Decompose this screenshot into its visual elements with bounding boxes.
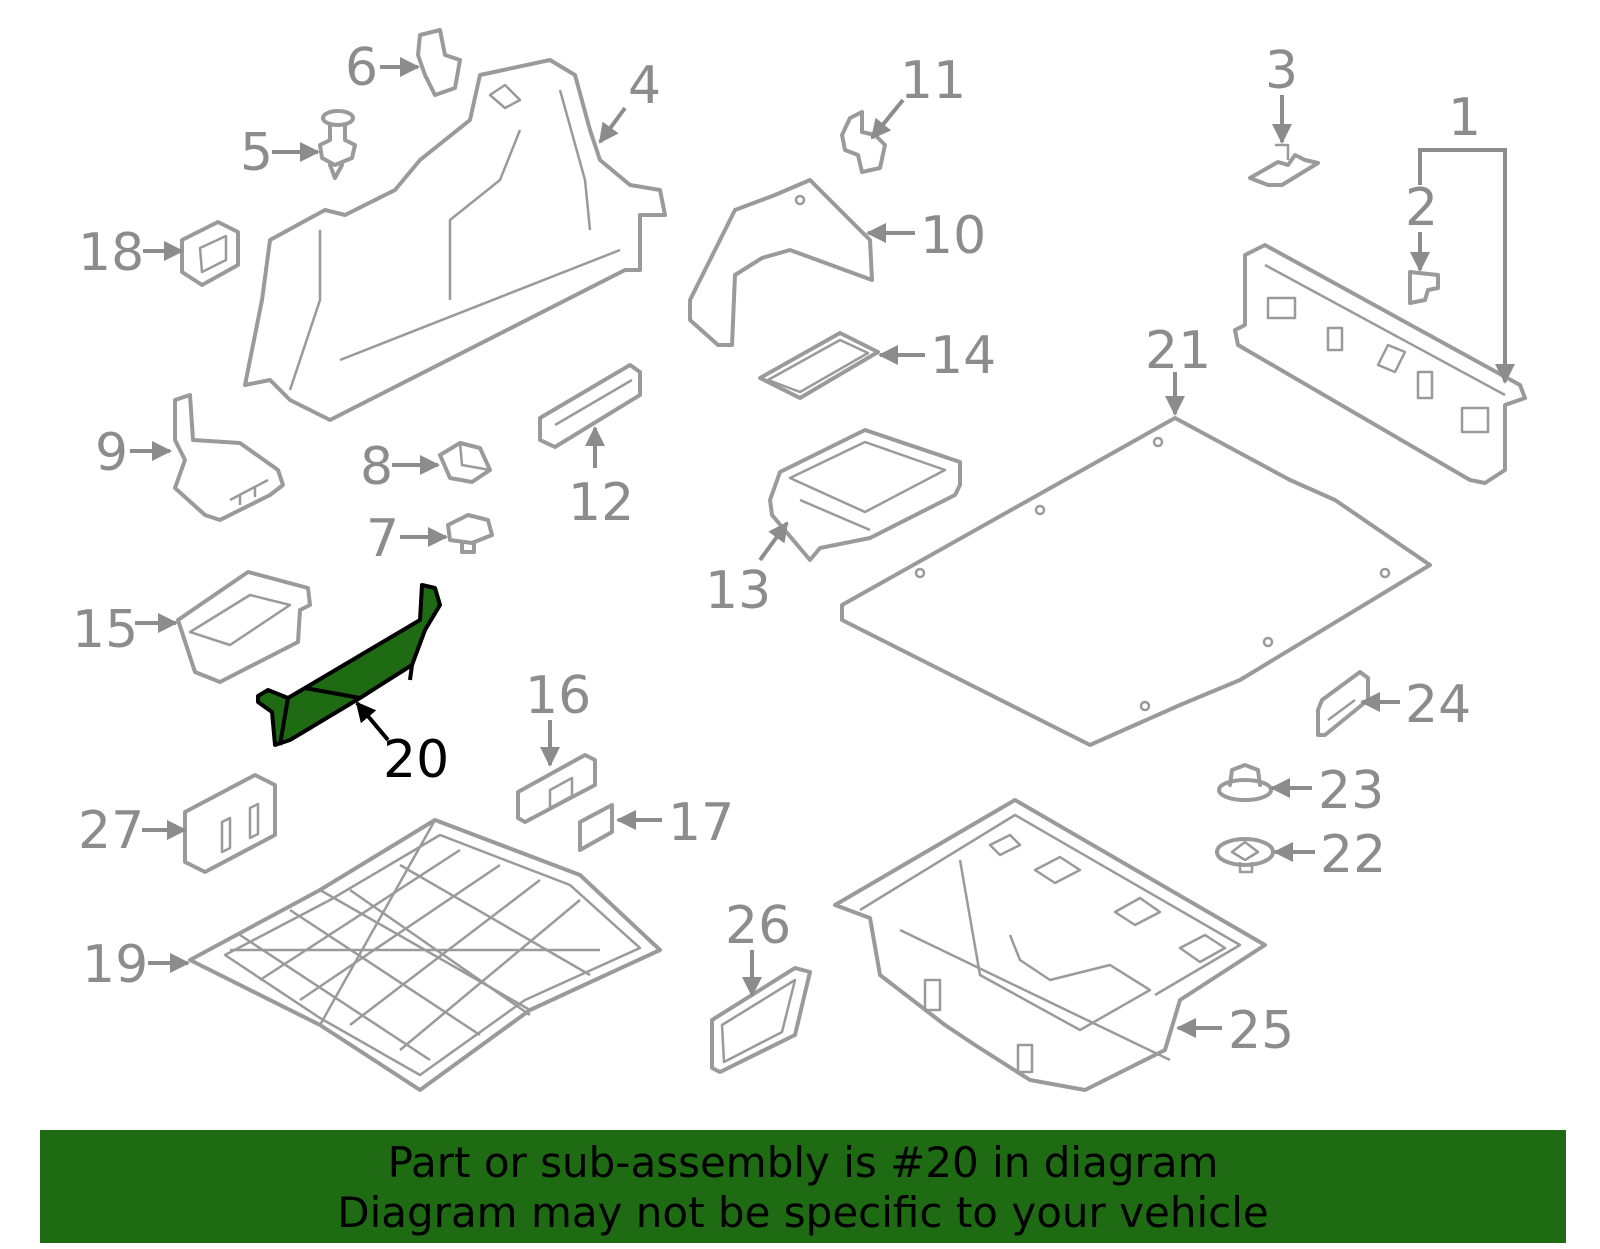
callout-9: 9: [95, 423, 128, 483]
part-8-cap[interactable]: [438, 441, 492, 484]
callout-2: 2: [1405, 178, 1438, 238]
part-15-storage-box[interactable]: [176, 570, 312, 684]
part-27-cover[interactable]: [183, 773, 277, 874]
part-9-bracket[interactable]: [173, 393, 285, 522]
callout-13: 13: [705, 561, 771, 621]
callout-25: 25: [1228, 1001, 1294, 1061]
part-6-clip[interactable]: [416, 28, 462, 97]
part-21-floor-panel[interactable]: [840, 416, 1432, 747]
callout-14: 14: [930, 326, 996, 386]
part-25-storage-tub[interactable]: [833, 798, 1267, 1092]
banner-line-1: Part or sub-assembly is #20 in diagram: [387, 1138, 1219, 1187]
part-17-pad[interactable]: [578, 803, 614, 852]
callout-1: 1: [1448, 88, 1481, 148]
part-5-push-pin[interactable]: [318, 109, 357, 180]
info-banner: Part or sub-assembly is #20 in diagram D…: [40, 1130, 1566, 1243]
part-20-trim-panel[interactable]: [256, 583, 442, 747]
callout-17: 17: [668, 793, 734, 853]
callout-8: 8: [360, 437, 393, 497]
callout-18: 18: [78, 223, 144, 283]
callout-26: 26: [725, 896, 791, 956]
callout-16: 16: [525, 666, 591, 726]
part-18-bracket[interactable]: [180, 220, 240, 287]
part-3-bracket[interactable]: [1248, 143, 1320, 187]
part-10-wheelhouse-cover[interactable]: [688, 178, 874, 347]
callout-5: 5: [240, 123, 273, 183]
part-19-cargo-net[interactable]: [188, 818, 662, 1092]
part-7-clip[interactable]: [446, 513, 494, 554]
part-26-cover[interactable]: [710, 966, 812, 1074]
callout-10: 10: [920, 206, 986, 266]
part-11-clip[interactable]: [840, 110, 887, 174]
callout-7: 7: [366, 509, 399, 569]
callout-4: 4: [628, 56, 661, 116]
part-13-storage-tray[interactable]: [768, 428, 962, 562]
part-2-clip[interactable]: [1408, 270, 1440, 305]
callout-27: 27: [78, 801, 144, 861]
part-24-bracket[interactable]: [1316, 670, 1370, 737]
banner-line-2: Diagram may not be specific to your vehi…: [337, 1188, 1269, 1237]
part-1-rear-panel-trim[interactable]: [1233, 243, 1527, 485]
callout-12: 12: [568, 473, 634, 533]
callout-21: 21: [1145, 321, 1211, 381]
callout-23: 23: [1318, 761, 1384, 821]
callout-15: 15: [72, 600, 138, 660]
callout-11: 11: [900, 51, 966, 111]
part-23-plug[interactable]: [1217, 763, 1273, 802]
callout-20: 20: [383, 730, 449, 790]
part-4-side-trim-panel[interactable]: [243, 58, 667, 422]
part-14-pad[interactable]: [758, 331, 880, 400]
callout-19: 19: [82, 935, 148, 995]
callout-22: 22: [1320, 825, 1386, 885]
parts-diagram: 4 6 5 18 9 8 7 12: [72, 28, 1527, 1092]
part-12-strip[interactable]: [538, 363, 642, 449]
callout-3: 3: [1265, 41, 1298, 101]
callout-24: 24: [1405, 675, 1471, 735]
callout-6: 6: [345, 38, 378, 98]
part-22-plug[interactable]: [1215, 837, 1275, 874]
part-16-bracket[interactable]: [516, 753, 597, 824]
